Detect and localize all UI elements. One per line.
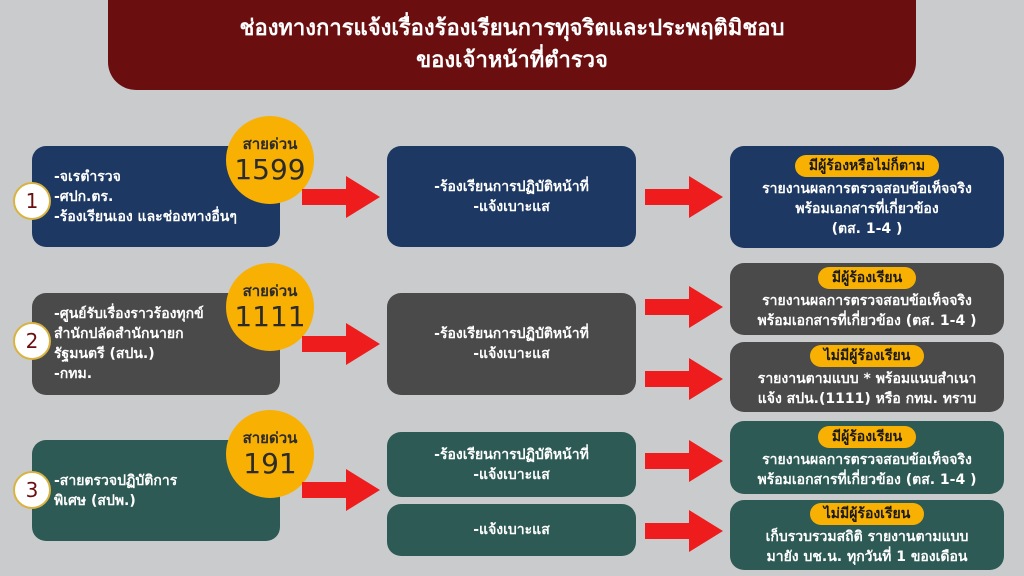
source-box-3: -สายตรวจปฏิบัติการ พิเศษ (สปพ.) (32, 440, 280, 541)
result-line: เก็บรวบรวมสถิติ รายงานตามแบบ (765, 529, 969, 545)
result-line: รายงานผลการตรวจสอบข้อเท็จจริง (762, 451, 972, 468)
hotline-badge-2: สายด่วน 1111 (226, 263, 314, 351)
middle-box-3a: -ร้องเรียนการปฏิบัติหน้าที่ -แจ้งเบาะแส (387, 432, 636, 497)
result-tag: มีผู้ร้องเรียน (817, 267, 917, 289)
result-line: (ตส. 1-4 ) (831, 221, 903, 237)
result-tag: ไม่มีผู้ร้องเรียน (809, 345, 925, 367)
title-line-1: ช่องทางการแจ้งเรื่องร้องเรียนการทุจริตแล… (239, 16, 785, 41)
source-line: สำนักปลัดสำนักนายก (54, 326, 184, 342)
middle-line: -แจ้งเบาะแส (473, 466, 550, 483)
result-line: แจ้ง สปน.(1111) หรือ กทม. ทราบ (757, 391, 977, 407)
result-line: รายงานตามแบบ * พร้อมแนบสำเนา (757, 371, 977, 387)
hotline-label: สายด่วน (242, 428, 298, 447)
arrow-right-icon (645, 510, 723, 552)
middle-line: -ร้องเรียนการปฏิบัติหน้าที่ (434, 326, 589, 342)
result-line: พร้อมเอกสารที่เกี่ยวข้อง (ตส. 1-4 ) (757, 313, 977, 329)
result-box-1: มีผู้ร้องหรือไม่ก็ตาม รายงานผลการตรวจสอบ… (730, 146, 1004, 248)
source-line: -จเรตำรวจ (54, 168, 121, 185)
result-box-2a: มีผู้ร้องเรียน รายงานผลการตรวจสอบข้อเท็จ… (730, 263, 1004, 335)
arrow-right-icon (645, 176, 723, 218)
hotline-number: 191 (243, 446, 297, 480)
step-number-1: 1 (13, 182, 51, 220)
arrow-right-icon (302, 176, 380, 218)
hotline-label: สายด่วน (242, 134, 298, 153)
middle-line: -แจ้งเบาะแส (473, 346, 550, 362)
middle-line: -แจ้งเบาะแส (473, 522, 550, 538)
result-line: รายงานผลการตรวจสอบข้อเท็จจริง (762, 181, 972, 197)
result-line: รายงานผลการตรวจสอบข้อเท็จจริง (762, 293, 972, 309)
result-line: มายัง บช.น. ทุกวันที่ 1 ของเดือน (766, 549, 968, 565)
result-box-2b: ไม่มีผู้ร้องเรียน รายงานตามแบบ * พร้อมแน… (730, 342, 1004, 412)
source-line: -ร้องเรียนเอง และช่องทางอื่นๆ (54, 208, 237, 225)
hotline-label: สายด่วน (242, 281, 298, 300)
middle-line: -ร้องเรียนการปฏิบัติหน้าที่ (434, 178, 589, 195)
source-line: -ศปก.ตร. (54, 188, 114, 205)
result-box-3a: มีผู้ร้องเรียน รายงานผลการตรวจสอบข้อเท็จ… (730, 421, 1004, 494)
title-line-2: ของเจ้าหน้าที่ตำรวจ (416, 48, 608, 73)
result-tag: มีผู้ร้องหรือไม่ก็ตาม (794, 155, 940, 177)
arrow-right-icon (645, 286, 723, 328)
title-banner: ช่องทางการแจ้งเรื่องร้องเรียนการทุจริตแล… (108, 0, 916, 90)
hotline-number: 1111 (234, 299, 306, 333)
source-line: -กทม. (54, 366, 93, 382)
result-line: พร้อมเอกสารที่เกี่ยวข้อง (ตส. 1-4 ) (757, 471, 977, 488)
middle-line: -ร้องเรียนการปฏิบัติหน้าที่ (434, 446, 589, 463)
source-line: -สายตรวจปฏิบัติการ (54, 472, 178, 489)
arrow-right-icon (645, 358, 723, 400)
result-box-3b: ไม่มีผู้ร้องเรียน เก็บรวบรวมสถิติ รายงาน… (730, 500, 1004, 570)
source-line: -ศูนย์รับเรื่องราวร้องทุกข์ (54, 306, 204, 322)
middle-box-3b: -แจ้งเบาะแส (387, 504, 636, 556)
arrow-right-icon (645, 440, 723, 482)
arrow-right-icon (302, 469, 380, 511)
result-line: พร้อมเอกสารที่เกี่ยวข้อง (795, 201, 939, 217)
source-line: รัฐมนตรี (สปน.) (54, 346, 155, 362)
result-tag: มีผู้ร้องเรียน (817, 425, 917, 448)
source-line: พิเศษ (สปพ.) (54, 492, 136, 509)
hotline-badge-1: สายด่วน 1599 (226, 116, 314, 204)
middle-box-1: -ร้องเรียนการปฏิบัติหน้าที่ -แจ้งเบาะแส (387, 146, 636, 247)
middle-line: -แจ้งเบาะแส (473, 198, 550, 215)
result-tag: ไม่มีผู้ร้องเรียน (809, 503, 925, 525)
middle-box-2: -ร้องเรียนการปฏิบัติหน้าที่ -แจ้งเบาะแส (387, 293, 636, 395)
step-number-3: 3 (13, 471, 51, 509)
step-number-2: 2 (13, 322, 51, 360)
hotline-badge-3: สายด่วน 191 (226, 410, 314, 498)
hotline-number: 1599 (234, 152, 306, 186)
arrow-right-icon (302, 323, 380, 365)
